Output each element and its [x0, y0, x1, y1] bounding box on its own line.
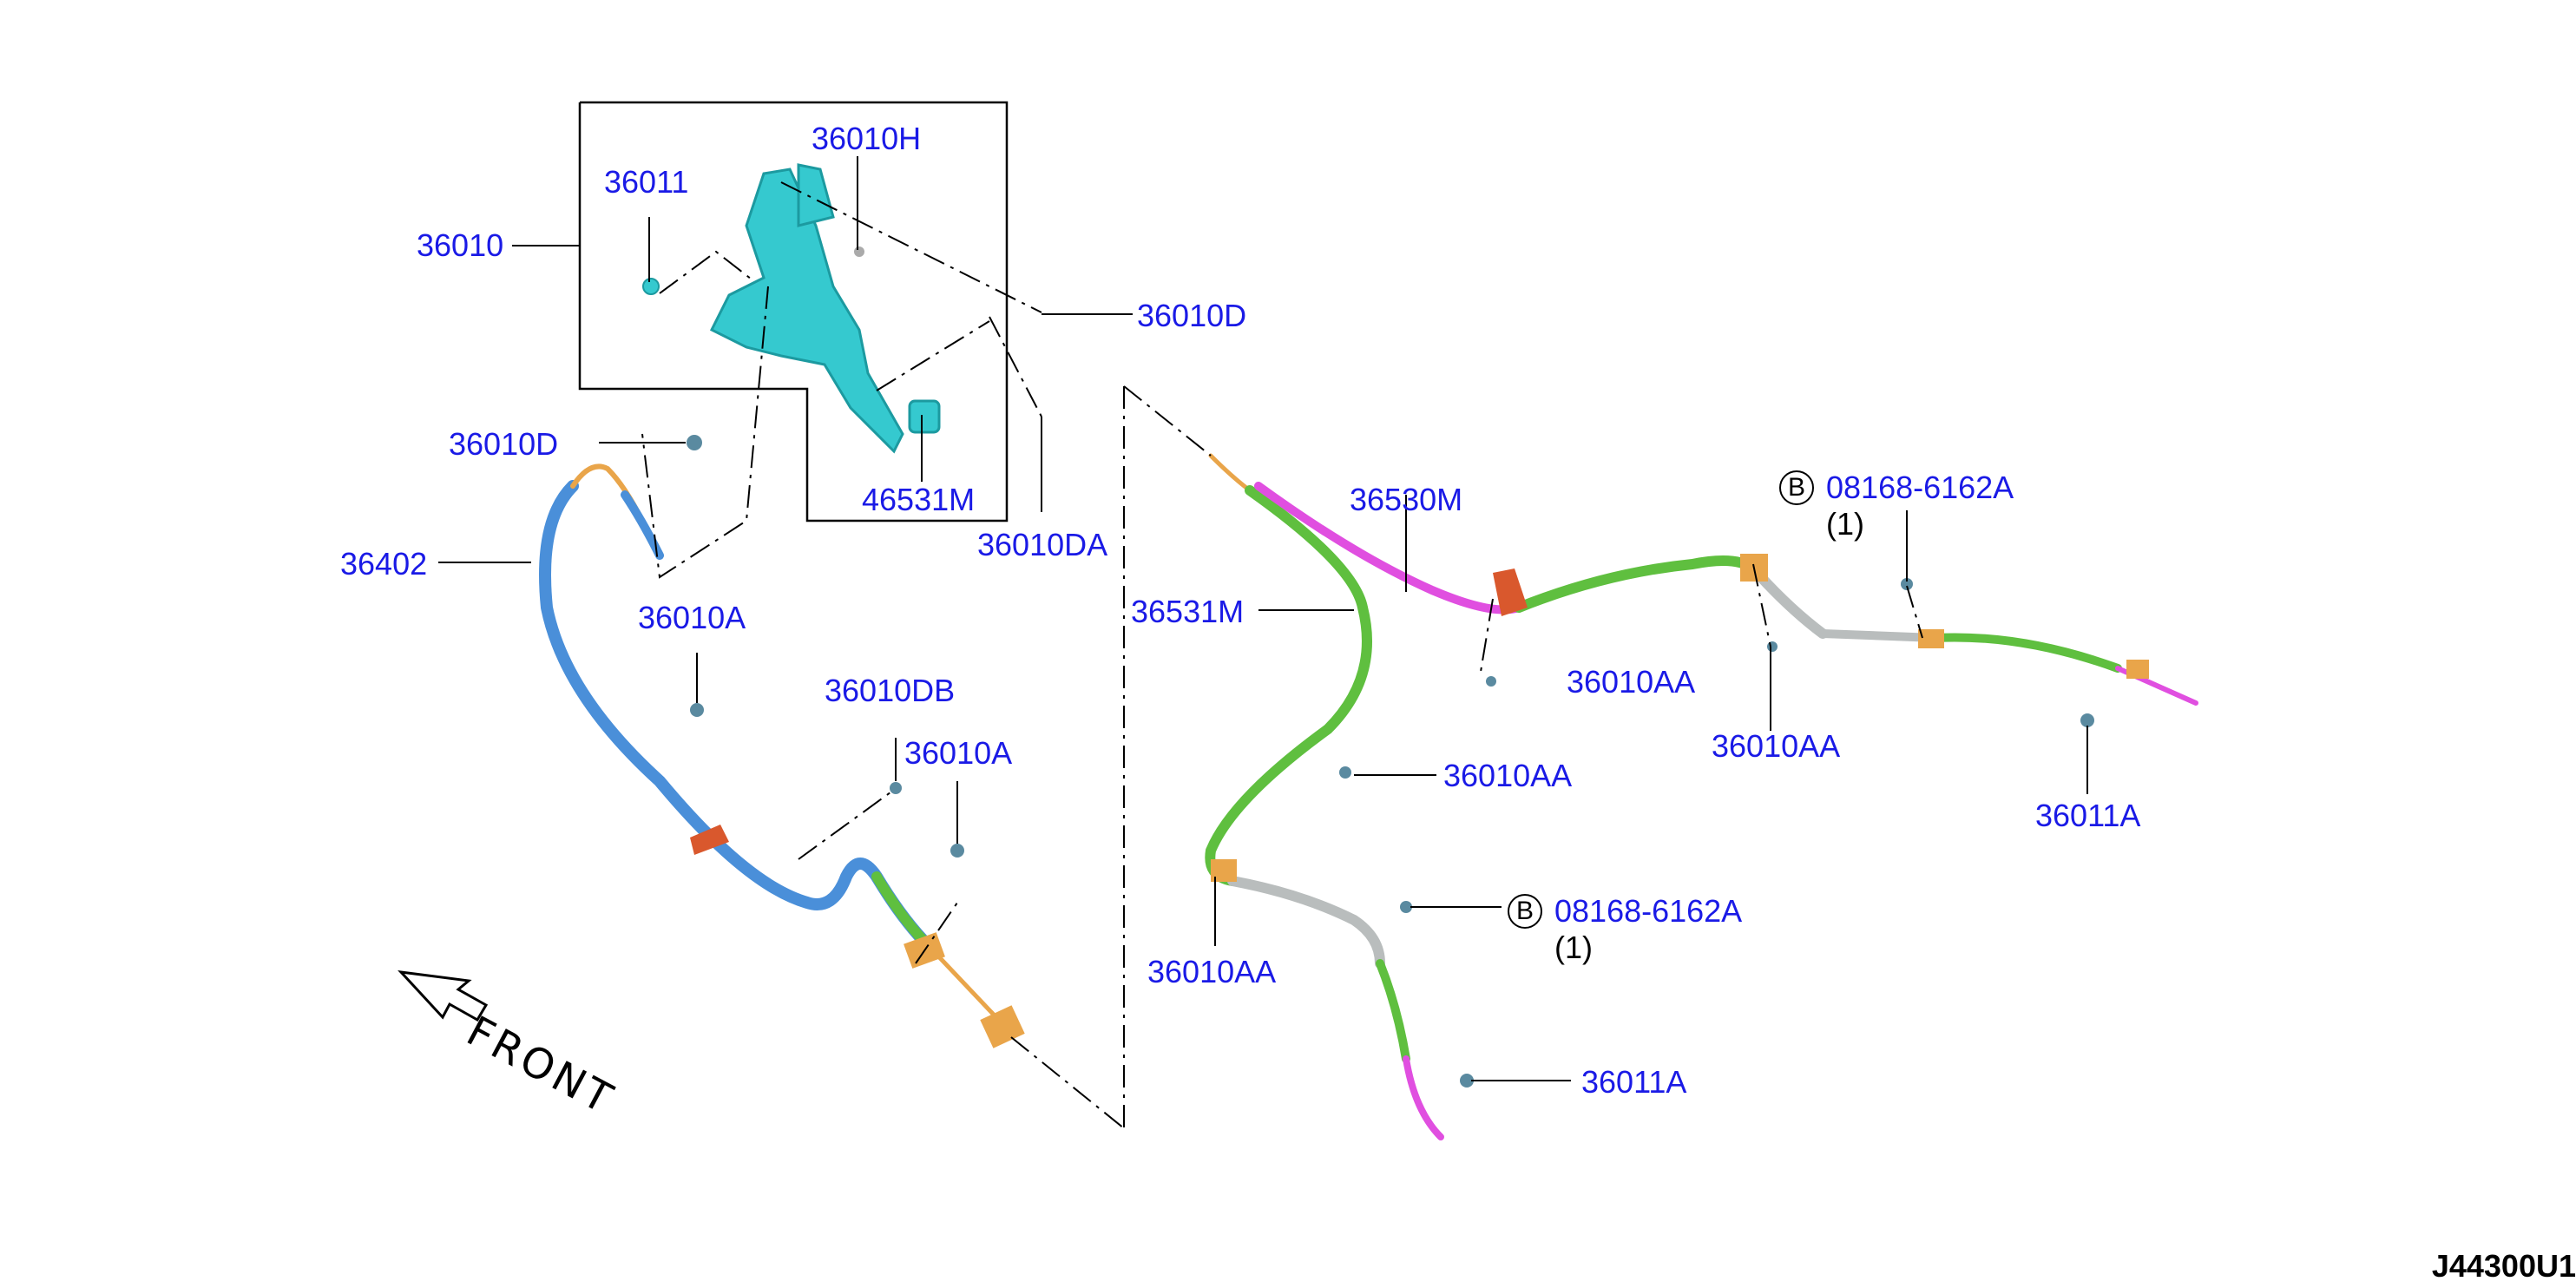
part-label-36010A-upper[interactable]: 36010A — [638, 600, 746, 635]
part-label-36010A-lower[interactable]: 36010A — [904, 735, 1013, 771]
part-label-36531M[interactable]: 36531M — [1131, 594, 1245, 629]
pedal-assembly-illustration — [642, 163, 941, 454]
part-label-36010DA[interactable]: 36010DA — [977, 527, 1108, 562]
pedal-assembly-box — [578, 101, 1009, 522]
leader-lines — [438, 156, 2088, 1081]
left-cable-system — [539, 463, 1009, 1031]
quantity-top: (1) — [1826, 506, 1864, 542]
part-label-36402[interactable]: 36402 — [340, 546, 428, 582]
part-label-08168-6162A-bottom[interactable]: 08168-6162A — [1554, 893, 1743, 929]
part-label-36010AA-right[interactable]: 36010AA — [1712, 728, 1841, 764]
part-label-36011A-bottom[interactable]: 36011A — [1581, 1064, 1687, 1100]
part-label-36010H[interactable]: 36010H — [812, 121, 922, 156]
right-brackets — [1211, 554, 2149, 1088]
part-label-36530M[interactable]: 36530M — [1350, 482, 1463, 517]
part-label-36010AA-bottom[interactable]: 36010AA — [1147, 954, 1277, 989]
part-label-36011[interactable]: 36011 — [604, 164, 689, 200]
part-label-36010DB[interactable]: 36010DB — [825, 673, 956, 708]
part-label-08168-6162A-top[interactable]: 08168-6162A — [1826, 470, 2014, 505]
diagram-code: J44300U1 — [2431, 1248, 2576, 1284]
reference-mark-b-top: B — [1779, 470, 1814, 505]
right-cable-system — [1205, 453, 2198, 1140]
reference-mark-b-bottom: B — [1508, 894, 1542, 929]
part-label-36010[interactable]: 36010 — [417, 227, 504, 263]
front-arrow-icon — [398, 969, 489, 1022]
part-label-36010D-left[interactable]: 36010D — [449, 426, 559, 462]
connection-lines — [641, 181, 1923, 1129]
part-label-36011A-right[interactable]: 36011A — [2035, 798, 2141, 833]
part-label-36010AA-mid[interactable]: 36010AA — [1443, 758, 1573, 793]
part-label-46531M[interactable]: 46531M — [862, 482, 976, 517]
part-label-36010AA-center[interactable]: 36010AA — [1567, 664, 1696, 700]
part-label-36010D-top[interactable]: 36010D — [1137, 298, 1247, 333]
quantity-bottom: (1) — [1554, 930, 1593, 965]
